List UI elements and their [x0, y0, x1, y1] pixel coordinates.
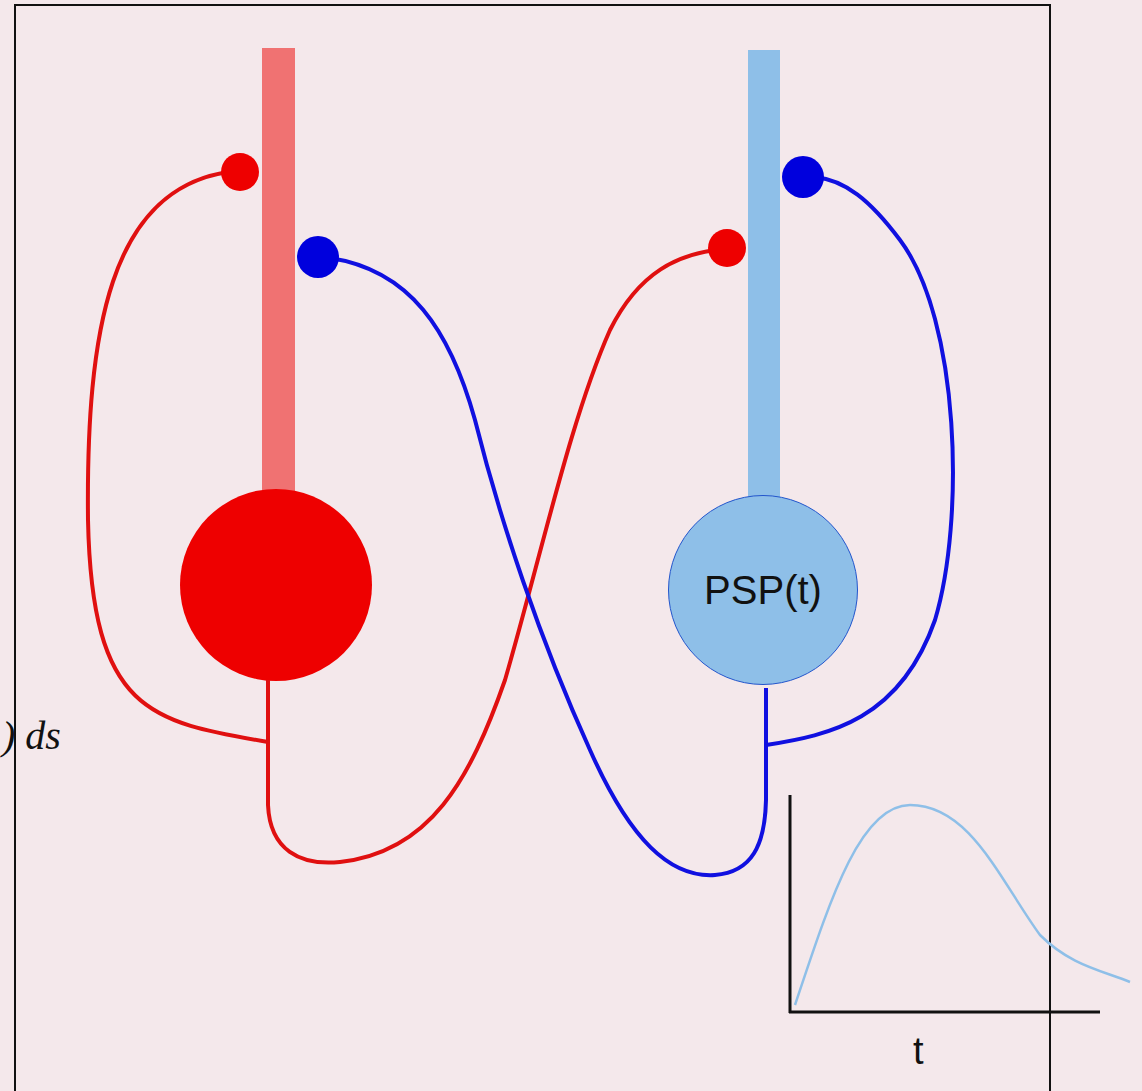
- red-soma: [180, 489, 372, 681]
- formula-fragment: ) ds: [2, 712, 61, 759]
- psp-curve: [795, 805, 1130, 1005]
- plot-axis: [789, 1011, 1100, 1014]
- node-label: PSP(t): [704, 568, 822, 613]
- plot-axis: [789, 795, 792, 1013]
- blue-synapse: [782, 156, 824, 198]
- frame: [15, 5, 1050, 1091]
- blue-synapse: [297, 236, 339, 278]
- neuron-soma: PSP(t): [668, 495, 858, 685]
- blue-dendrite: [748, 50, 780, 505]
- red-synapse: [708, 229, 746, 267]
- red-axon: [268, 250, 715, 863]
- axis-label: t: [913, 1030, 924, 1073]
- red-dendrite: [262, 48, 295, 503]
- red-synapse: [221, 153, 259, 191]
- red-axon: [88, 172, 268, 742]
